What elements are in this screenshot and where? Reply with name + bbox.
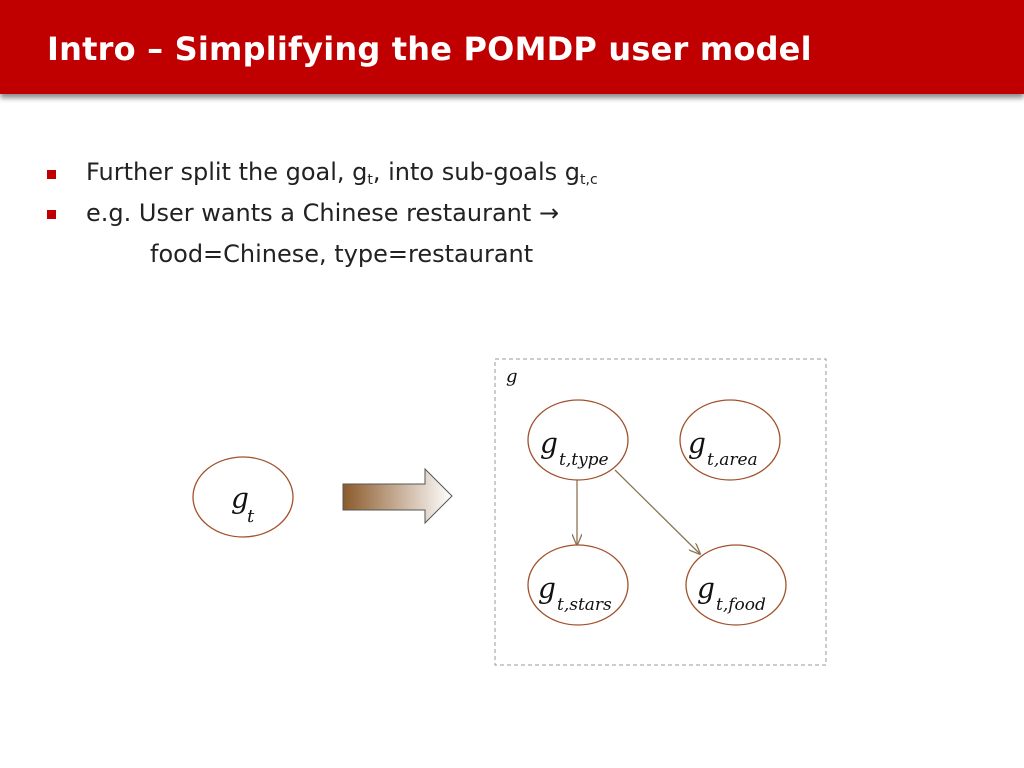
left-goal-ellipse [192, 456, 294, 538]
transform-arrow [342, 467, 453, 525]
bullet-1-mid: , into sub-goals g [372, 158, 581, 186]
node-stars-base: g [538, 572, 556, 605]
node-stars-ellipse [527, 544, 629, 626]
right-arrow-icon: → [538, 199, 560, 227]
node-area: g t,area [679, 399, 781, 481]
node-type-base: g [540, 427, 558, 460]
bullet-marker-1 [47, 170, 56, 179]
node-food-base: g [697, 572, 715, 605]
slide-title: Intro – Simplifying the POMDP user model [47, 30, 812, 68]
node-food-sub: t,food [716, 595, 766, 615]
edge-type-to-food [614, 469, 700, 554]
node-area-sub: t,area [707, 450, 758, 470]
node-type-sub: t,type [559, 450, 609, 470]
bullet-1-text: Further split the goal, g [86, 158, 368, 186]
bullet-marker-2 [47, 210, 56, 219]
left-goal-node: g t [192, 456, 294, 538]
node-area-base: g [688, 427, 706, 460]
factored-goal-group [494, 358, 827, 666]
bullet-1: Further split the goal, gt, into sub-goa… [86, 158, 598, 188]
node-type: g t,type [527, 399, 629, 481]
node-stars-sub: t,stars [557, 595, 612, 615]
node-food-ellipse [685, 544, 787, 626]
left-goal-sub: t [247, 506, 255, 527]
node-food: g t,food [685, 544, 787, 626]
bullet-1-sub-t: t [367, 172, 373, 188]
node-area-ellipse [679, 399, 781, 481]
bullet-2-text: e.g. User wants a Chinese restaurant [86, 199, 532, 227]
node-type-ellipse [527, 399, 629, 481]
bullet-2: e.g. User wants a Chinese restaurant → [86, 199, 559, 227]
title-bar: Intro – Simplifying the POMDP user model [0, 0, 1024, 94]
bullet-1-sub-tc: t,c [580, 172, 598, 188]
bullet-2-continuation: food=Chinese, type=restaurant [150, 240, 534, 268]
left-goal-base: g [231, 482, 249, 515]
group-label: g [506, 366, 518, 387]
node-stars: g t,stars [527, 544, 629, 626]
